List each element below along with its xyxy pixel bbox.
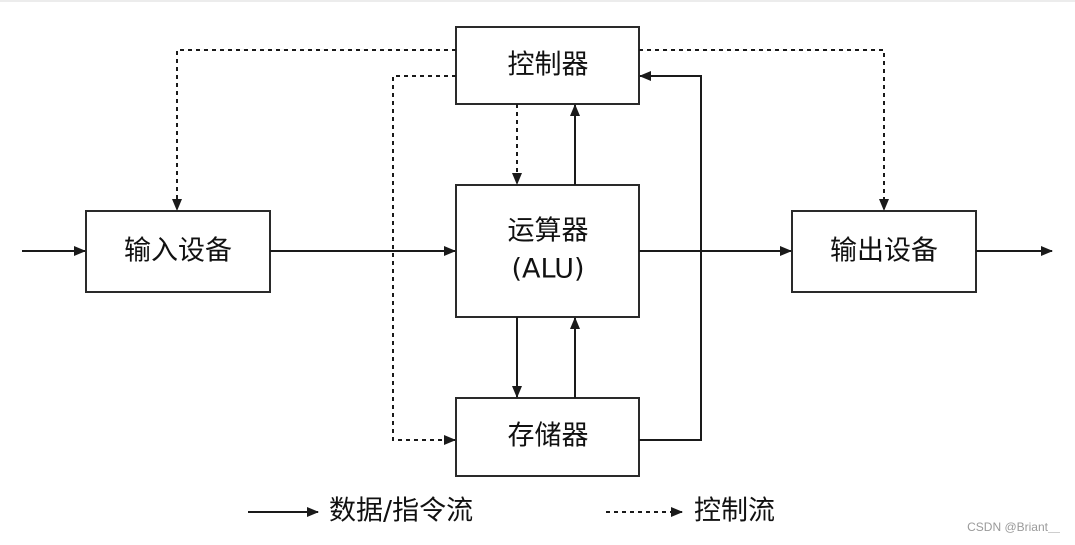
edge-controller-to-output [639, 49, 889, 211]
watermark: CSDN @Briant＿ [967, 520, 1060, 534]
alu-node: 运算器 (ALU) [455, 184, 640, 318]
legend-data-flow-label: 数据/指令流 [329, 496, 473, 527]
input-label: 输入设备 [124, 236, 232, 267]
input-node: 输入设备 [85, 210, 271, 293]
controller-label: 控制器 [508, 50, 589, 81]
output-node: 输出设备 [791, 210, 977, 293]
memory-label: 存储器 [508, 421, 589, 452]
alu-label-line1: 运算器 [508, 216, 589, 247]
output-label: 输出设备 [830, 236, 938, 267]
controller-box [455, 26, 640, 105]
edge-controller-to-memory [392, 75, 456, 445]
alu-label-line2: (ALU) [512, 254, 585, 285]
memory-box [455, 397, 640, 477]
alu-box [455, 184, 640, 318]
legend-control-flow-label: 控制流 [694, 496, 775, 527]
memory-node: 存储器 [455, 397, 640, 477]
edge-memory-to-controller [639, 71, 702, 441]
edge-controller-to-input [172, 49, 456, 211]
legend: 数据/指令流 控制流 [248, 496, 775, 527]
input-box [85, 210, 271, 293]
controller-node: 控制器 [455, 26, 640, 105]
